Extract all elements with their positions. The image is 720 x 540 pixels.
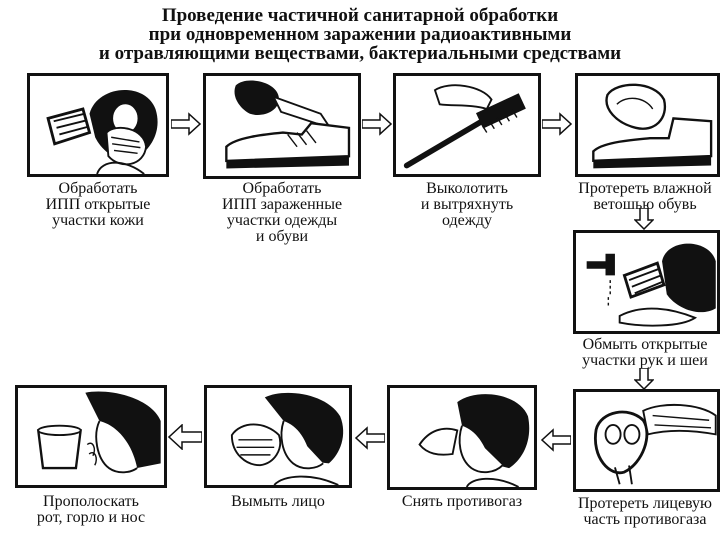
gas-mask-wiping-skin-illustration: [46, 89, 158, 174]
step-1-caption-line: участки кожи: [52, 212, 144, 229]
step-2-caption-line: Обработать: [242, 180, 322, 197]
washing-hands-and-neck-illustration: [586, 243, 716, 327]
step-2-caption: Обработать ИПП зараженные участки одежды…: [192, 181, 372, 245]
step-4-caption: Протереть влажной ветошью обувь: [560, 181, 720, 213]
step-2-caption-line: участки одежды: [226, 212, 338, 229]
arrow-left-icon: [541, 428, 571, 452]
removing-gas-mask-illustration: [418, 394, 530, 487]
washing-face-illustration: [230, 392, 344, 485]
step-4-caption-line: ветошью обувь: [593, 196, 697, 213]
arrow-down-icon: [634, 368, 654, 390]
step-2-caption-line: ИПП зараженные: [221, 196, 343, 213]
page-title: Проведение частичной санитарной обработк…: [0, 6, 720, 63]
step-5-caption: Обмыть открытые участки рук и шеи: [560, 337, 720, 369]
treating-clothes-and-shoes-illustration: [225, 80, 351, 169]
brushing-clothes-illustration: [403, 84, 526, 169]
step-9-caption-line: рот, горло и нос: [36, 509, 146, 526]
rinsing-mouth-illustration: [36, 391, 161, 474]
step-3-panel: [393, 73, 541, 177]
step-1-panel: [27, 73, 169, 177]
step-5-caption-line: участки рук и шеи: [582, 352, 708, 369]
arrow-left-icon: [355, 426, 385, 450]
step-9-caption-line: Прополоскать: [43, 493, 139, 510]
title-line-2: при одновременном заражении радиоактивны…: [148, 24, 572, 45]
title-line-3: и отравляющими веществами, бактериальным…: [98, 43, 622, 64]
step-9-panel: [15, 385, 167, 488]
step-9-caption: Прополоскать рот, горло и нос: [5, 494, 177, 526]
wiping-gas-mask-facepiece-illustration: [593, 403, 717, 485]
step-8-caption: Вымыть лицо: [192, 494, 364, 510]
step-3-caption-line: одежду: [442, 212, 492, 229]
arrow-right-icon: [171, 112, 201, 136]
step-4-caption-line: Протереть влажной: [578, 180, 712, 197]
arrow-right-icon: [362, 112, 392, 136]
step-7-caption: Снять противогаз: [375, 494, 549, 510]
arrow-down-icon: [634, 208, 654, 230]
step-6-caption: Протереть лицевую часть противогаза: [560, 496, 720, 528]
wiping-boot-illustration: [592, 83, 713, 169]
step-4-panel: [575, 73, 720, 177]
step-2-panel: [203, 73, 361, 179]
step-8-caption-line: Вымыть лицо: [231, 493, 325, 510]
step-7-panel: [387, 385, 537, 490]
step-7-caption-line: Снять противогаз: [401, 493, 523, 510]
step-3-caption-line: и вытряхнуть: [420, 196, 514, 213]
step-1-caption-line: ИПП открытые: [45, 196, 151, 213]
arrow-left-icon: [168, 424, 202, 450]
step-3-caption-line: Выколотить: [426, 180, 508, 197]
step-2-caption-line: и обуви: [255, 228, 309, 245]
step-5-caption-line: Обмыть открытые: [582, 336, 708, 353]
step-6-panel: [573, 389, 720, 492]
step-6-caption-line: часть противогаза: [583, 511, 707, 528]
step-8-panel: [204, 385, 352, 488]
step-3-caption: Выколотить и вытряхнуть одежду: [383, 181, 551, 229]
step-1-caption: Обработать ИПП открытые участки кожи: [10, 181, 186, 229]
step-6-caption-line: Протереть лицевую: [578, 495, 712, 512]
step-5-panel: [573, 230, 720, 334]
title-line-1: Проведение частичной санитарной обработк…: [161, 5, 559, 26]
arrow-right-icon: [542, 112, 572, 136]
step-1-caption-line: Обработать: [58, 180, 138, 197]
